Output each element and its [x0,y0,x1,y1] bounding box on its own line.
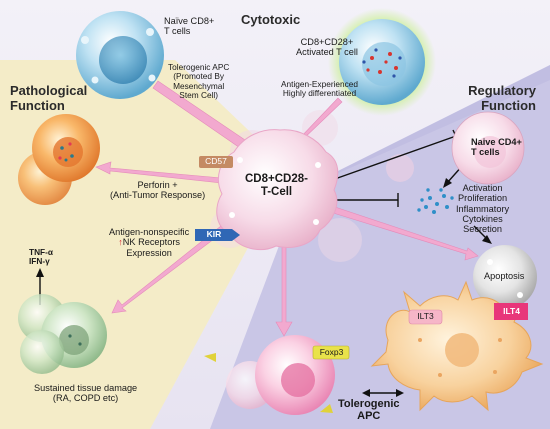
kir-tag: KIR [206,229,222,239]
nk-receptors-label: Antigen-nonspecific ↑NK Receptors Expres… [109,227,190,258]
sustained-damage-label: Sustained tissue damage(RA, COPD etc) [34,383,138,404]
apoptotic-cell [473,245,537,309]
ilt4-tag: ILT4 [503,306,520,316]
up-arrow-icon: ↑ [118,237,123,248]
naive-cd8-t-cell [76,11,164,99]
ilt3-tag: ILT3 [417,311,434,321]
activated-t-cell [328,8,436,116]
cytotoxic-title: Cytotoxic [241,12,301,27]
naive-cd8-label: Naïve CD8+T cells [164,16,215,37]
cd57-tag: CD57 [205,156,227,166]
perforin-cells [18,114,100,205]
activated-t-cell-label: CD8+CD28+Activated T cell [296,37,358,58]
cd57-tag-shape [199,156,233,168]
foxp3-tag-shape [312,345,350,360]
kir-tag-shape [195,229,240,241]
naive-cd4-label: Naive CD4+T cells [471,137,522,158]
naive-cd4-t-cell [451,111,525,185]
foxp3-tag: Foxp3 [319,347,344,357]
ilt4-tag-shape [494,303,528,320]
perforin-label: Perforin +(Anti-Tumor Response) [110,180,206,201]
center-cell-label: CD8+CD28-T-Cell [245,173,308,198]
apoptosis-label: Apoptosis [484,271,525,281]
cytokine-dots [417,188,454,214]
tissue-damage-cells [18,294,107,374]
ilt3-tag-shape [408,309,443,325]
